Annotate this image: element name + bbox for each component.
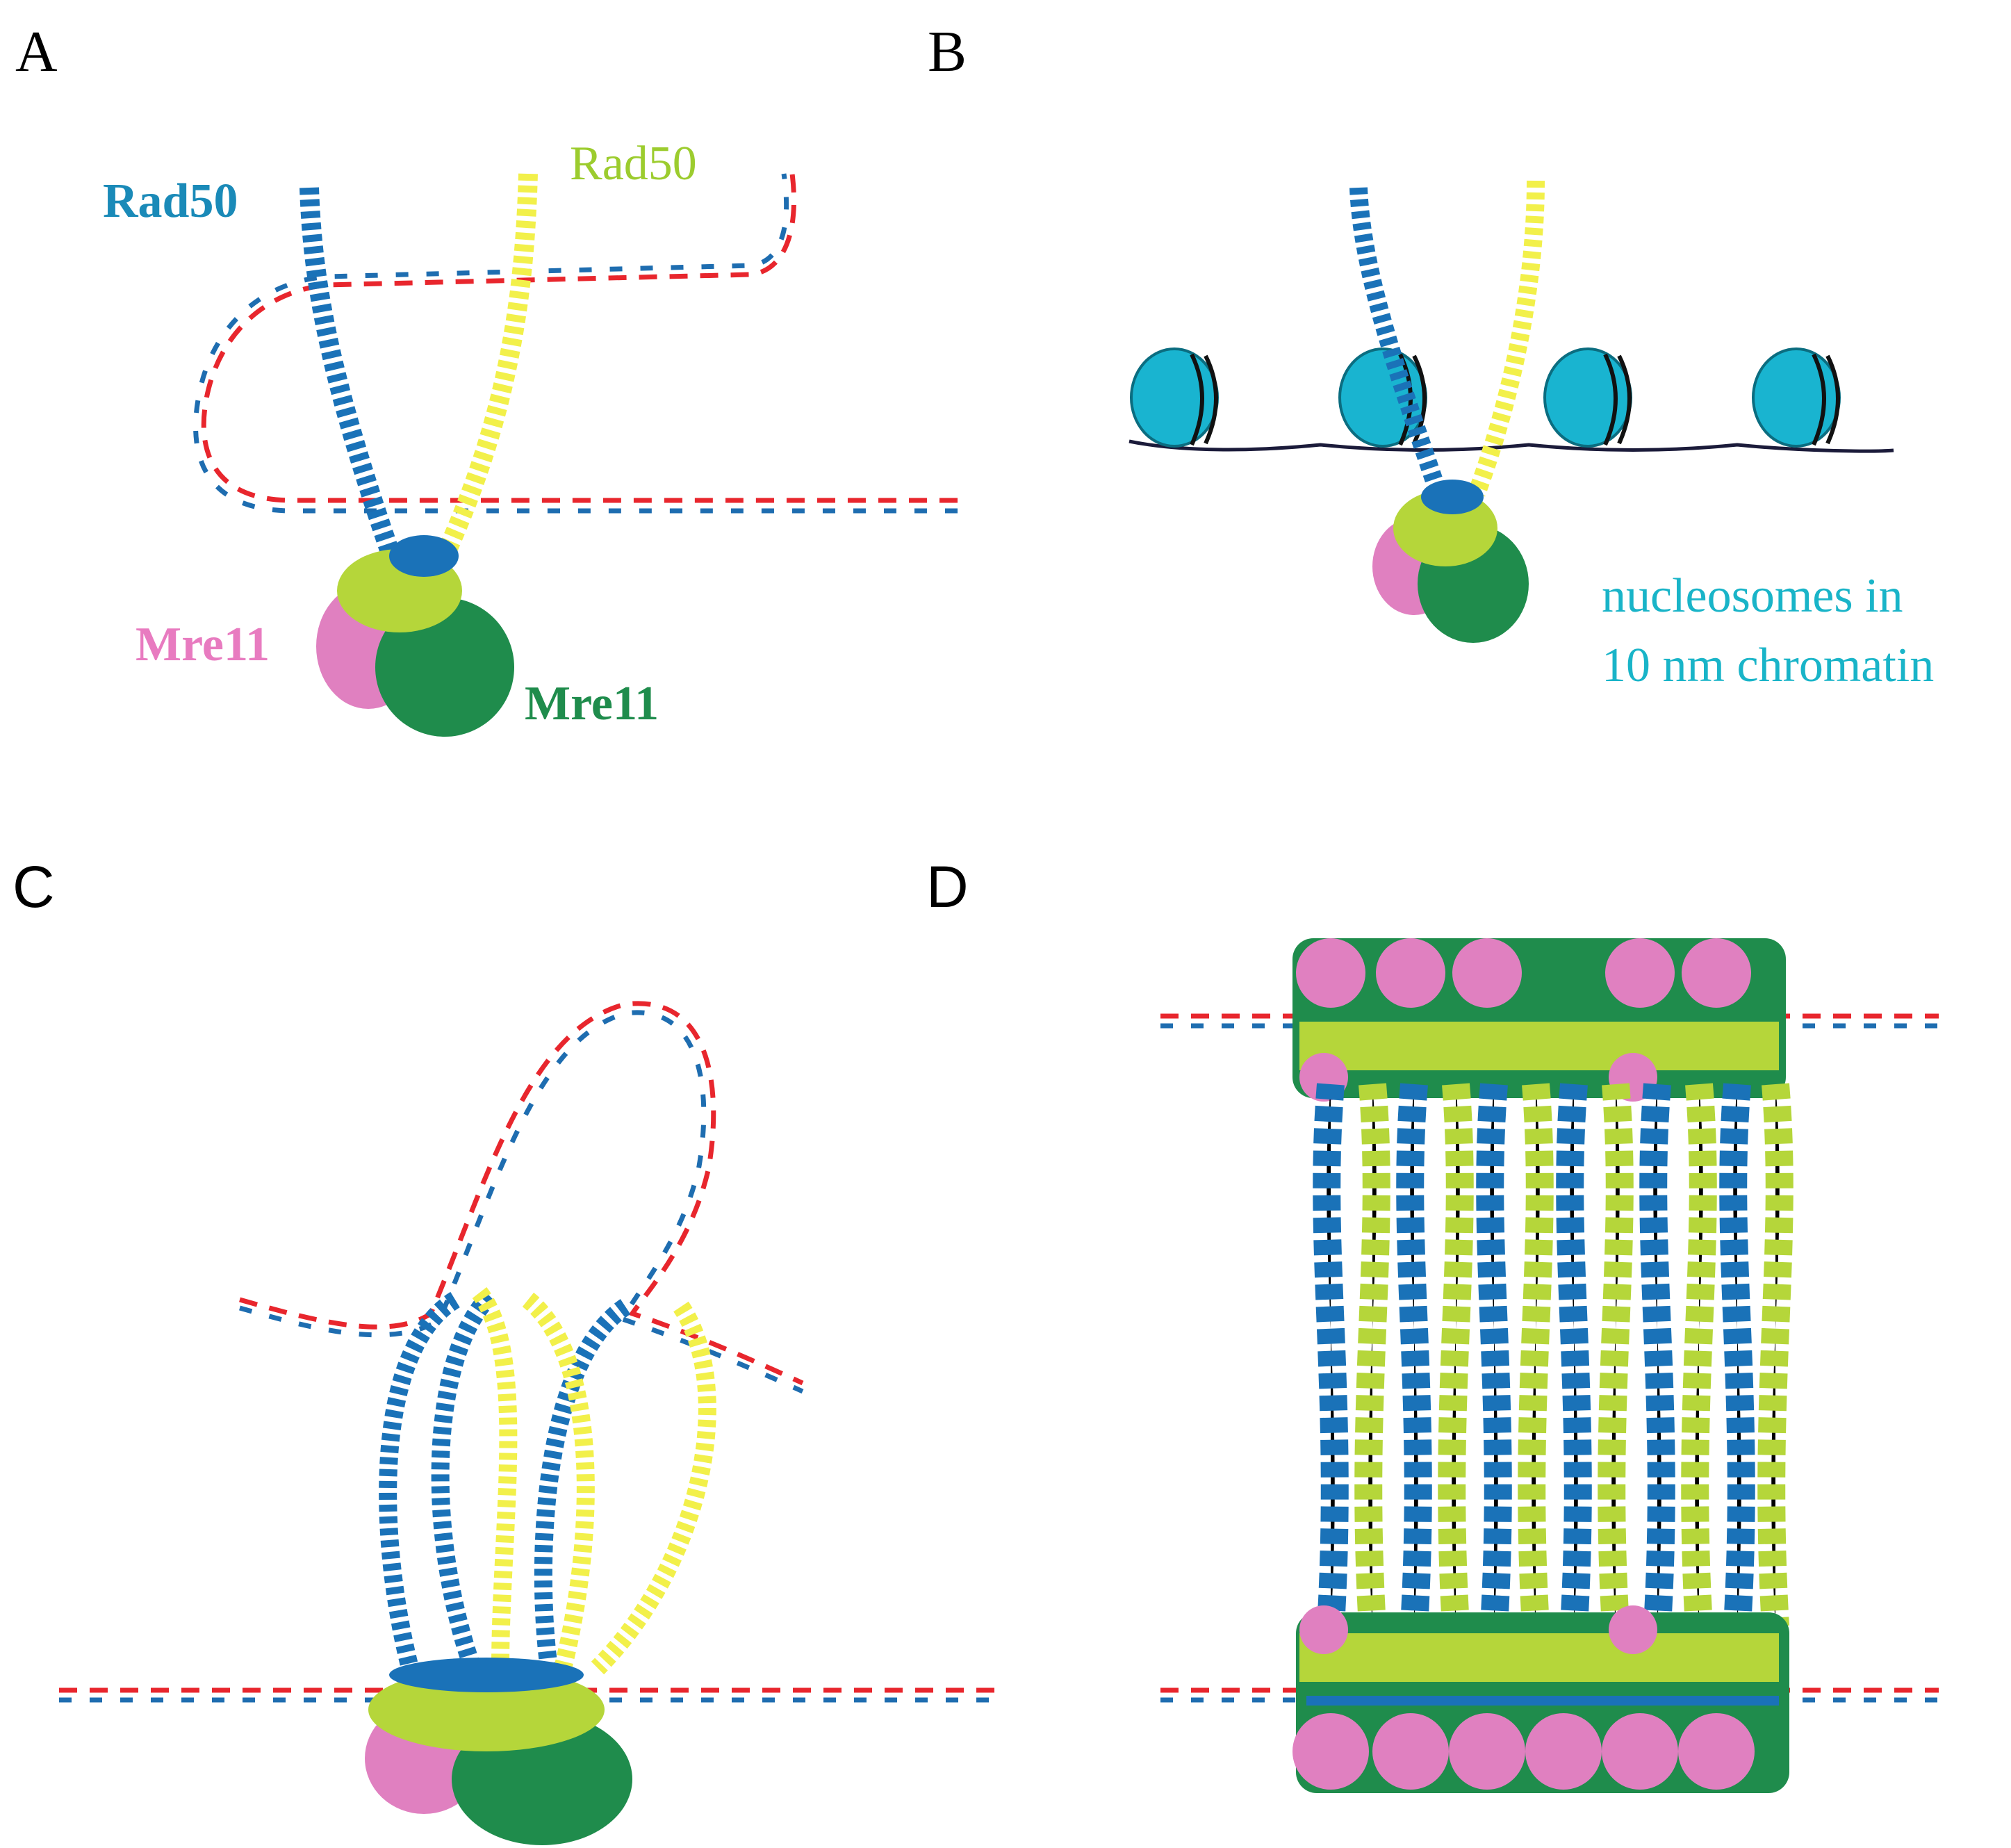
panel-b-letter: B [928, 19, 967, 84]
rad50-coil-blue-b [1349, 187, 1447, 497]
panel-c-coils [379, 1287, 716, 1675]
panel-a-dna [193, 173, 958, 514]
label-rad50-yellow: Rad50 [570, 137, 697, 190]
chromatin-fiber [1128, 439, 1894, 453]
panel-c-complex [365, 1658, 632, 1845]
panel-d-bottom-band [1292, 1605, 1789, 1793]
panel-a-letter: A [15, 19, 58, 84]
panel-d-dna [1160, 1013, 1939, 1703]
caption-line-1: nucleosomes in [1602, 569, 1903, 623]
dna-strand-blue [193, 173, 958, 514]
nucleosome-1 [1130, 347, 1219, 448]
panel-b: B [928, 19, 1934, 692]
panel-d-letter: D [926, 854, 969, 919]
label-mre11-pink: Mre11 [136, 618, 270, 671]
label-mre11-green: Mre11 [525, 677, 659, 730]
mre11-green-blob [375, 598, 514, 737]
panel-a-complex [316, 535, 514, 737]
panel-a: A Rad50 Rad50 Mre11 Mre11 [15, 19, 958, 737]
nucleosomes [1130, 347, 1841, 448]
panel-c-dna-loop [239, 1001, 804, 1394]
panel-d: D [926, 854, 1939, 1793]
panel-c-letter: C [13, 854, 55, 919]
caption-line-2: 10 nm chromatin [1602, 639, 1934, 692]
nucleosome-4 [1752, 347, 1841, 448]
label-rad50-blue: Rad50 [103, 174, 238, 228]
rad50-head-blue [389, 535, 459, 577]
rad50-coil-yellow [436, 173, 538, 560]
nucleosome-3 [1543, 347, 1632, 448]
rad50-coil-yellow-b [1468, 180, 1545, 497]
panel-d-coils [1313, 1083, 1794, 1628]
panel-b-complex [1372, 480, 1529, 643]
panel-d-top-band [1292, 938, 1786, 1102]
panel-c: C [13, 854, 997, 1845]
dna-strand-red [201, 173, 958, 503]
rad50-coil-blue [299, 187, 406, 573]
